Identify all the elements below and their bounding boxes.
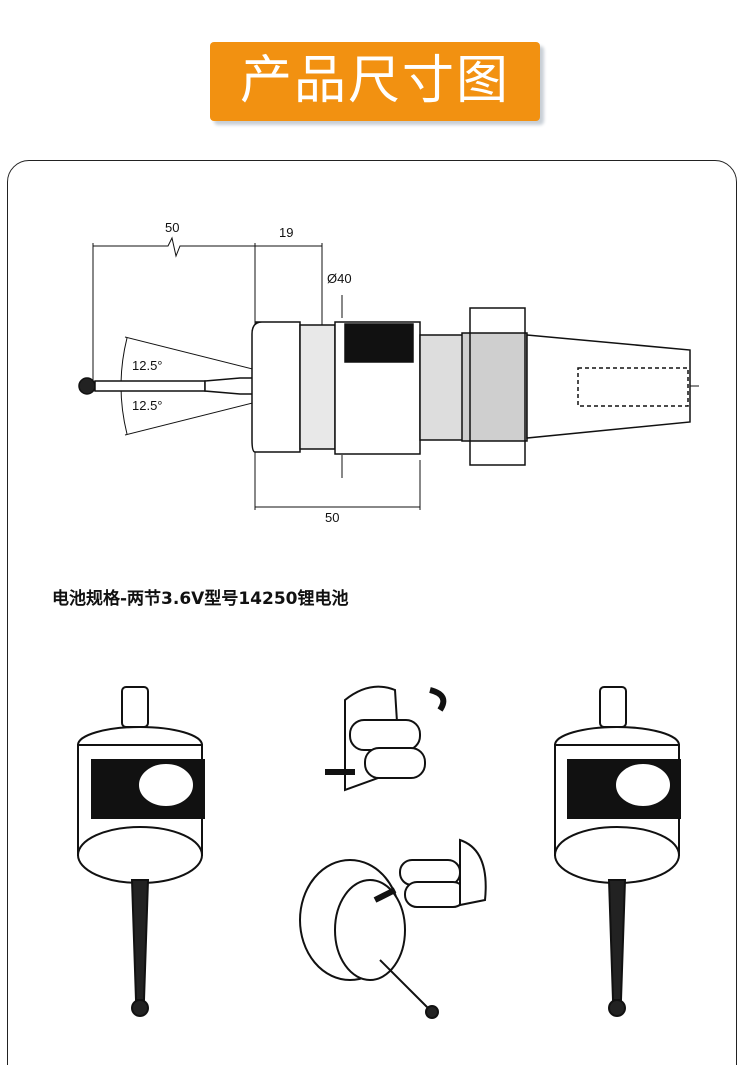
- diagram-card: [7, 160, 737, 1065]
- battery-removal-illustration: [325, 685, 447, 792]
- page-title-banner: 产品尺寸图: [210, 42, 540, 121]
- dim-stylus-length: 50: [165, 220, 179, 235]
- dim-body-length: 50: [325, 510, 339, 525]
- dim-angle-up: 12.5°: [132, 358, 163, 373]
- probe-illustration-right: [554, 686, 681, 1017]
- probe-side-view: [78, 307, 691, 466]
- probe-illustration-left: [77, 686, 205, 1017]
- battery-spec-text: 电池规格-两节3.6V型号14250锂电池: [52, 589, 349, 609]
- dim-angle-down: 12.5°: [132, 398, 163, 413]
- battery-insertion-illustration: [299, 838, 487, 1019]
- dim-offset: 19: [279, 225, 293, 240]
- dim-diameter: Ø40: [327, 271, 352, 286]
- battery-replacement-illustrations: [77, 685, 681, 1019]
